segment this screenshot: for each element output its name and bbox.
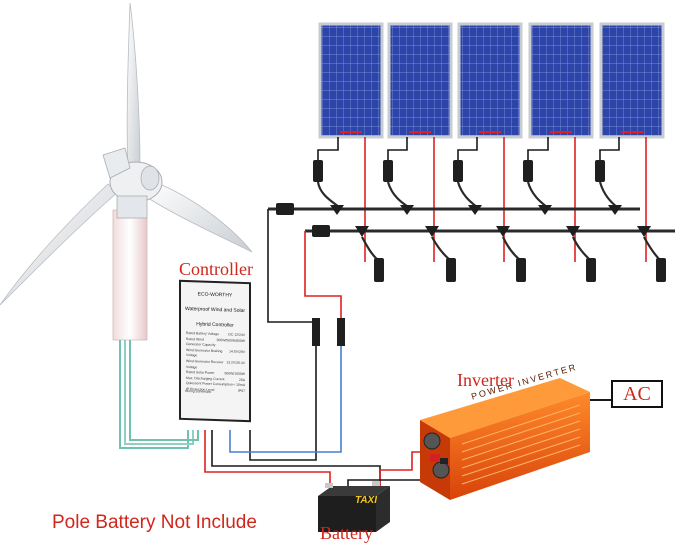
- solar-feed-wires: [229, 209, 345, 461]
- controller-label: Controller: [179, 259, 253, 279]
- battery-icon: [318, 481, 390, 532]
- wind-turbine-icon: [0, 2, 253, 341]
- turbine-blade: [0, 183, 119, 306]
- controller-brand: ECO-WORTHY: [197, 291, 233, 299]
- solar-panel-icon: [387, 22, 453, 139]
- turbine-wires: [119, 340, 199, 449]
- inverter-fan: [432, 461, 450, 479]
- branch-connector-icon: [566, 226, 580, 237]
- solar-panel-icon: [528, 22, 594, 139]
- branch-connector-icon: [608, 205, 622, 215]
- ac-output-box: AC: [611, 380, 663, 408]
- charge-controller: ECO-WORTHY Waterproof Wind and Solar Hyb…: [179, 279, 251, 423]
- branch-connector-icon: [468, 205, 482, 215]
- solar-panel-icon: [599, 22, 665, 139]
- controller-title-2: Hybrid Controller: [196, 321, 234, 329]
- battery-brand: TAXI: [354, 495, 378, 506]
- branch-connector-icon: [400, 205, 414, 215]
- turbine-tail: [102, 147, 131, 179]
- branch-connector-icon: [330, 205, 344, 215]
- branch-connector-icon: [637, 226, 651, 237]
- solar-panel-icon: [457, 22, 523, 139]
- inverter-icon: [420, 378, 590, 500]
- battery-label: Battery: [320, 523, 373, 543]
- controller-title-1: Waterproof Wind and Solar: [184, 305, 246, 315]
- connector-row-upper: [313, 160, 605, 182]
- inverter-fan: [423, 432, 441, 450]
- trunk-lower: [305, 225, 675, 237]
- branch-connector-icon: [538, 205, 552, 215]
- branch-connector-icon: [496, 226, 510, 237]
- turbine-blade: [147, 179, 253, 253]
- solar-panel-icon: [318, 22, 384, 139]
- trunk-upper: [268, 203, 640, 215]
- wiring-caption: Wiring Schematic: [185, 388, 212, 394]
- branch-connector-icon: [355, 226, 369, 237]
- solar-panel-array: [318, 22, 665, 139]
- branch-connector-icon: [425, 226, 439, 237]
- pole-battery-note: Pole Battery Not Include: [52, 512, 257, 533]
- panel-drop-wires: [317, 137, 647, 262]
- turbine-blade: [126, 2, 141, 173]
- turbine-pole: [112, 209, 148, 341]
- connector-row-lower: [374, 258, 666, 282]
- inverter-label: Inverter: [457, 370, 514, 390]
